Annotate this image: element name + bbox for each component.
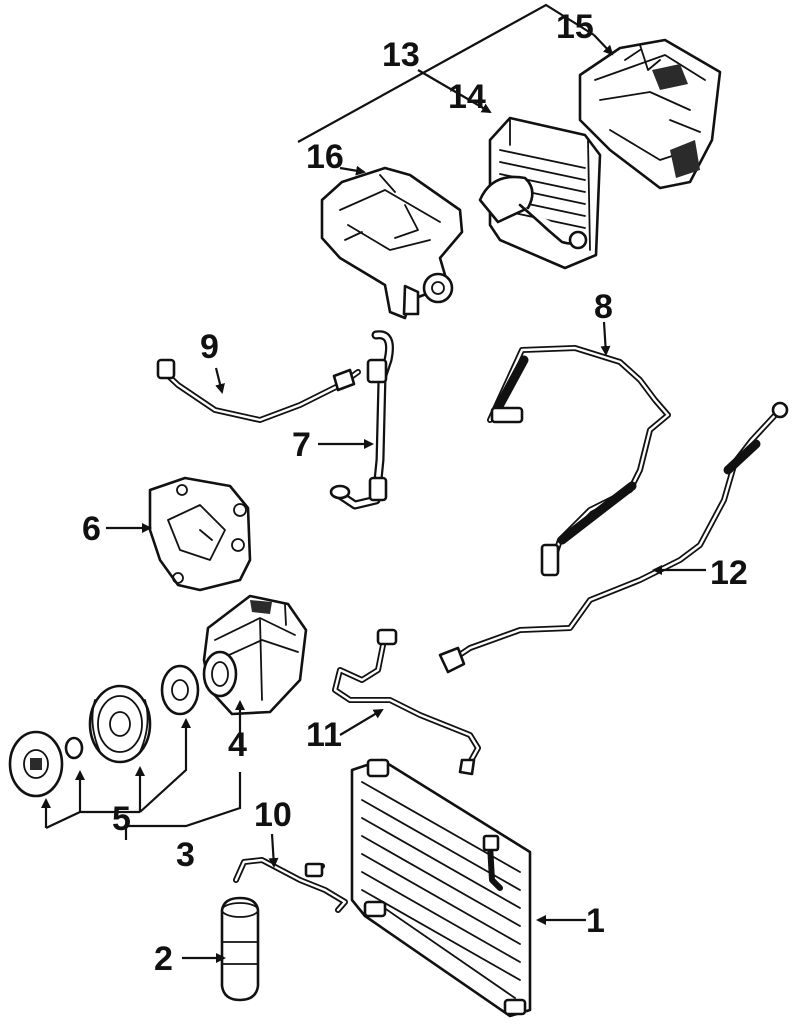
callout-9: 9 (200, 328, 219, 366)
condenser (350, 758, 532, 1018)
callout-3: 3 (176, 836, 195, 874)
callout-14: 14 (448, 78, 486, 116)
compressor (202, 594, 308, 716)
suction-hose-7 (329, 330, 394, 510)
callout-1: 1 (586, 902, 605, 940)
discharge-hose-8 (487, 345, 671, 577)
callout-16: 16 (306, 138, 344, 176)
callout-12: 12 (710, 554, 748, 592)
compressor-bracket (148, 476, 252, 592)
callout-8: 8 (594, 288, 613, 326)
hose-12 (438, 401, 789, 674)
evaporator-core (478, 116, 602, 270)
liquid-pipe-9 (156, 358, 361, 423)
liquid-pipe-10 (233, 857, 348, 913)
callout-7: 7 (292, 426, 311, 464)
clutch-assembly (8, 664, 200, 798)
callout-5: 5 (112, 800, 131, 838)
callout-10: 10 (254, 796, 292, 834)
callout-15: 15 (556, 8, 594, 46)
ac-case-lower (320, 166, 464, 320)
ac-case-upper (578, 38, 722, 190)
callout-4: 4 (228, 726, 247, 764)
liquid-pipe-11 (332, 628, 481, 776)
callout-6: 6 (82, 510, 101, 548)
callout-11: 11 (306, 716, 342, 754)
receiver-drier (220, 896, 260, 1002)
leader-13 (297, 3, 595, 143)
callout-2: 2 (154, 940, 173, 978)
callout-13: 13 (382, 36, 420, 74)
